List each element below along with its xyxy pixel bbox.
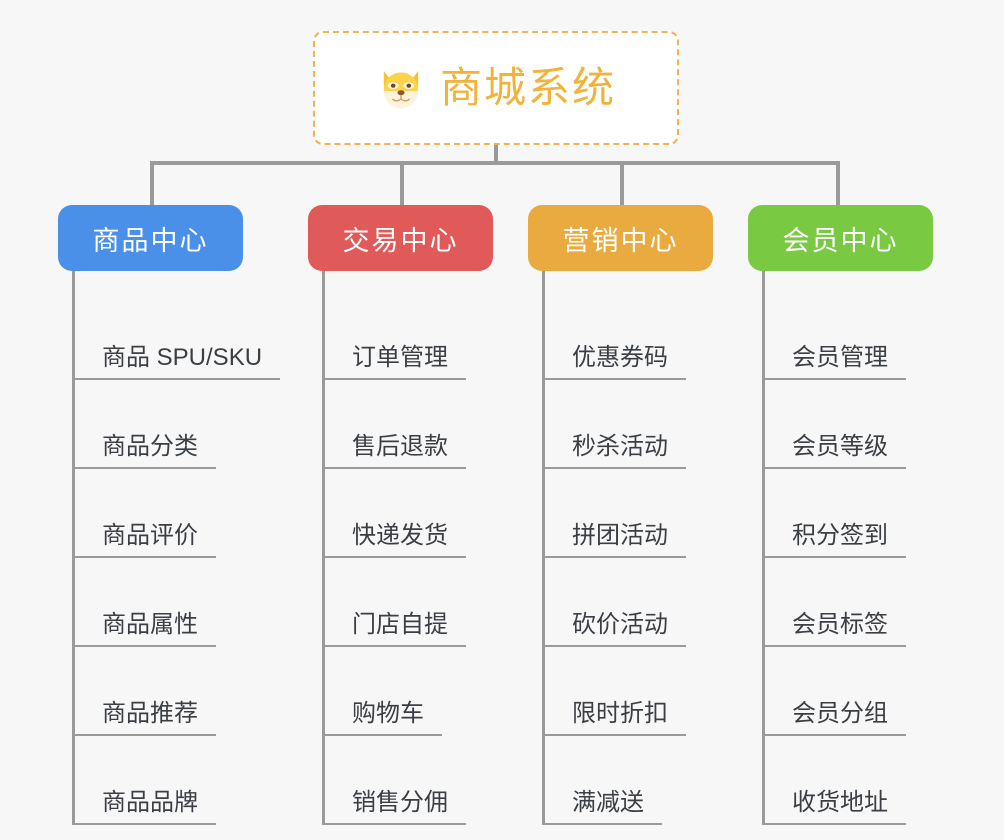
list-item[interactable]: 会员管理 <box>762 291 963 380</box>
list-item[interactable]: 销售分佣 <box>322 736 523 825</box>
leaf-list-3: 优惠券码 秒杀活动 拼团活动 砍价活动 限时折扣 满减送 <box>542 271 743 825</box>
connector-drop-1 <box>150 161 154 205</box>
list-item[interactable]: 商品属性 <box>72 558 303 647</box>
category-column-2: 交易中心 订单管理 售后退款 快递发货 门店自提 购物车 销售分佣 <box>308 205 523 825</box>
category-label-2: 交易中心 <box>342 225 459 256</box>
leaf-label: 会员分组 <box>762 700 906 736</box>
leaf-label: 拼团活动 <box>542 522 686 558</box>
category-label-3: 营销中心 <box>562 225 679 256</box>
list-item[interactable]: 秒杀活动 <box>542 380 743 469</box>
category-label-1: 商品中心 <box>92 225 209 256</box>
list-item[interactable]: 门店自提 <box>322 558 523 647</box>
category-column-3: 营销中心 优惠券码 秒杀活动 拼团活动 砍价活动 限时折扣 满减送 <box>528 205 743 825</box>
category-column-1: 商品中心 商品 SPU/SKU 商品分类 商品评价 商品属性 商品推荐 商品品牌 <box>58 205 303 825</box>
connector-drop-2 <box>400 161 404 205</box>
leaf-list-1: 商品 SPU/SKU 商品分类 商品评价 商品属性 商品推荐 商品品牌 <box>72 271 303 825</box>
category-label-4: 会员中心 <box>782 225 899 256</box>
list-item[interactable]: 商品推荐 <box>72 647 303 736</box>
list-item[interactable]: 满减送 <box>542 736 743 825</box>
category-header-4[interactable]: 会员中心 <box>748 205 933 271</box>
list-item[interactable]: 砍价活动 <box>542 558 743 647</box>
leaf-label: 商品推荐 <box>72 700 216 736</box>
leaf-label: 订单管理 <box>322 344 466 380</box>
leaf-label: 购物车 <box>322 700 442 736</box>
leaf-label: 会员标签 <box>762 611 906 647</box>
leaf-label: 限时折扣 <box>542 700 686 736</box>
category-column-4: 会员中心 会员管理 会员等级 积分签到 会员标签 会员分组 收货地址 <box>748 205 963 825</box>
category-header-1[interactable]: 商品中心 <box>58 205 243 271</box>
leaf-label: 积分签到 <box>762 522 906 558</box>
list-item[interactable]: 收货地址 <box>762 736 963 825</box>
list-item[interactable]: 会员分组 <box>762 647 963 736</box>
list-item[interactable]: 订单管理 <box>322 291 523 380</box>
leaf-label: 满减送 <box>542 789 662 825</box>
list-item[interactable]: 商品分类 <box>72 380 303 469</box>
leaf-label: 快递发货 <box>322 522 466 558</box>
category-spine-3 <box>542 271 545 825</box>
leaf-label: 门店自提 <box>322 611 466 647</box>
list-item[interactable]: 售后退款 <box>322 380 523 469</box>
list-item[interactable]: 积分签到 <box>762 469 963 558</box>
leaf-label: 商品属性 <box>72 611 216 647</box>
leaf-label: 商品品牌 <box>72 789 216 825</box>
leaf-label: 砍价活动 <box>542 611 686 647</box>
leaf-label: 商品评价 <box>72 522 216 558</box>
connector-root-stem <box>494 145 498 165</box>
connector-drop-3 <box>620 161 624 205</box>
category-header-2[interactable]: 交易中心 <box>308 205 493 271</box>
list-item[interactable]: 优惠券码 <box>542 291 743 380</box>
leaf-label: 会员管理 <box>762 344 906 380</box>
list-item[interactable]: 限时折扣 <box>542 647 743 736</box>
leaf-label: 秒杀活动 <box>542 433 686 469</box>
leaf-label: 优惠券码 <box>542 344 686 380</box>
category-spine-4 <box>762 271 765 825</box>
list-item[interactable]: 会员等级 <box>762 380 963 469</box>
root-node-mall-system[interactable]: 商城系统 <box>313 31 679 145</box>
leaf-label: 会员等级 <box>762 433 906 469</box>
leaf-label: 商品 SPU/SKU <box>72 344 281 380</box>
list-item[interactable]: 购物车 <box>322 647 523 736</box>
list-item[interactable]: 商品 SPU/SKU <box>72 291 303 380</box>
root-title: 商城系统 <box>439 64 616 111</box>
category-header-3[interactable]: 营销中心 <box>528 205 713 271</box>
leaf-list-4: 会员管理 会员等级 积分签到 会员标签 会员分组 收货地址 <box>762 271 963 825</box>
leaf-list-2: 订单管理 售后退款 快递发货 门店自提 购物车 销售分佣 <box>322 271 523 825</box>
list-item[interactable]: 商品评价 <box>72 469 303 558</box>
list-item[interactable]: 拼团活动 <box>542 469 743 558</box>
list-item[interactable]: 商品品牌 <box>72 736 303 825</box>
leaf-label: 销售分佣 <box>322 789 466 825</box>
connector-horizontal-bar <box>150 161 840 165</box>
category-spine-1 <box>72 271 75 825</box>
leaf-label: 收货地址 <box>762 789 906 825</box>
dog-face-icon <box>376 63 426 113</box>
category-spine-2 <box>322 271 325 825</box>
connector-drop-4 <box>836 161 840 205</box>
list-item[interactable]: 会员标签 <box>762 558 963 647</box>
leaf-label: 商品分类 <box>72 433 216 469</box>
leaf-label: 售后退款 <box>322 433 466 469</box>
list-item[interactable]: 快递发货 <box>322 469 523 558</box>
